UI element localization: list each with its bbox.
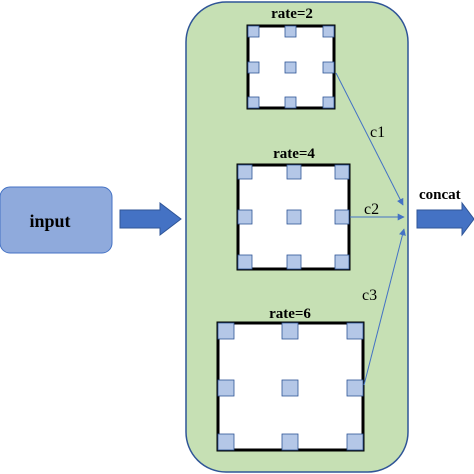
input-box [0, 186, 113, 254]
concat-label: concat [419, 187, 461, 203]
kernel-grid-rate-6 [216, 321, 365, 452]
rate-label-3: rate=6 [269, 306, 311, 322]
arrow-c1 [335, 72, 404, 206]
kernel-grid-rate-2 [246, 24, 336, 110]
kernel-grid-rate-4 [236, 163, 351, 271]
channel-label-c1: c1 [370, 124, 385, 141]
rate-label-2: rate=4 [273, 146, 315, 162]
rate-label-1: rate=2 [271, 6, 313, 22]
arrow-c3 [363, 228, 406, 386]
output-arrow [416, 201, 474, 237]
input-arrow [119, 201, 182, 237]
channel-label-c3: c3 [362, 287, 377, 304]
input-label: input [29, 211, 70, 231]
channel-label-c2: c2 [364, 201, 379, 218]
